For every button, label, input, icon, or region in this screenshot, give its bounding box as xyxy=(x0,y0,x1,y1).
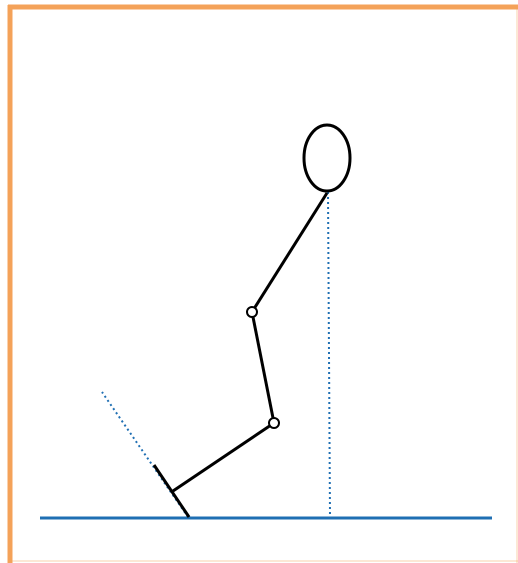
upper-leg xyxy=(252,312,274,423)
head xyxy=(304,125,350,191)
vertical-guide xyxy=(328,192,330,517)
foot xyxy=(154,465,189,517)
torso xyxy=(252,193,327,312)
knee-joint xyxy=(269,418,279,428)
hip-joint xyxy=(247,307,257,317)
lower-leg xyxy=(173,423,274,491)
